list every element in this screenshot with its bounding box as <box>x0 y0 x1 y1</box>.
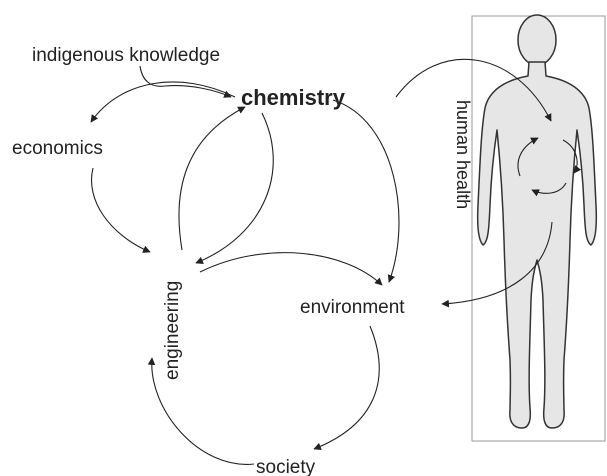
label-chemistry: chemistry <box>241 85 346 110</box>
label-environment: environment <box>300 297 405 318</box>
connection-arrows <box>90 58 553 465</box>
label-human-health: human health <box>453 100 473 209</box>
label-economics: economics <box>12 138 103 159</box>
body-cycle-arrows <box>517 137 582 197</box>
arrow-chemistry-to-environment <box>332 99 400 283</box>
arrow-chemistry-to-economics <box>90 81 236 123</box>
label-society: society <box>256 457 316 476</box>
label-indigenous-knowledge: indigenous knowledge <box>32 45 220 66</box>
arrow-engineering-to-chemistry <box>178 106 246 251</box>
arrow-chemistry-to-engineering <box>195 112 274 264</box>
arrow-engineering-to-environment <box>199 252 383 286</box>
arrow-environment-to-society <box>313 325 380 451</box>
arrow-human-to-chemistry <box>395 58 552 122</box>
label-engineering: engineering <box>162 281 183 380</box>
arrow-society-to-engineering <box>147 357 255 465</box>
arrow-indigenous-to-chemistry <box>139 65 232 98</box>
human-silhouette <box>476 14 598 429</box>
arrow-economics-to-engineering <box>91 167 151 253</box>
arrow-human-to-environment <box>441 221 553 308</box>
